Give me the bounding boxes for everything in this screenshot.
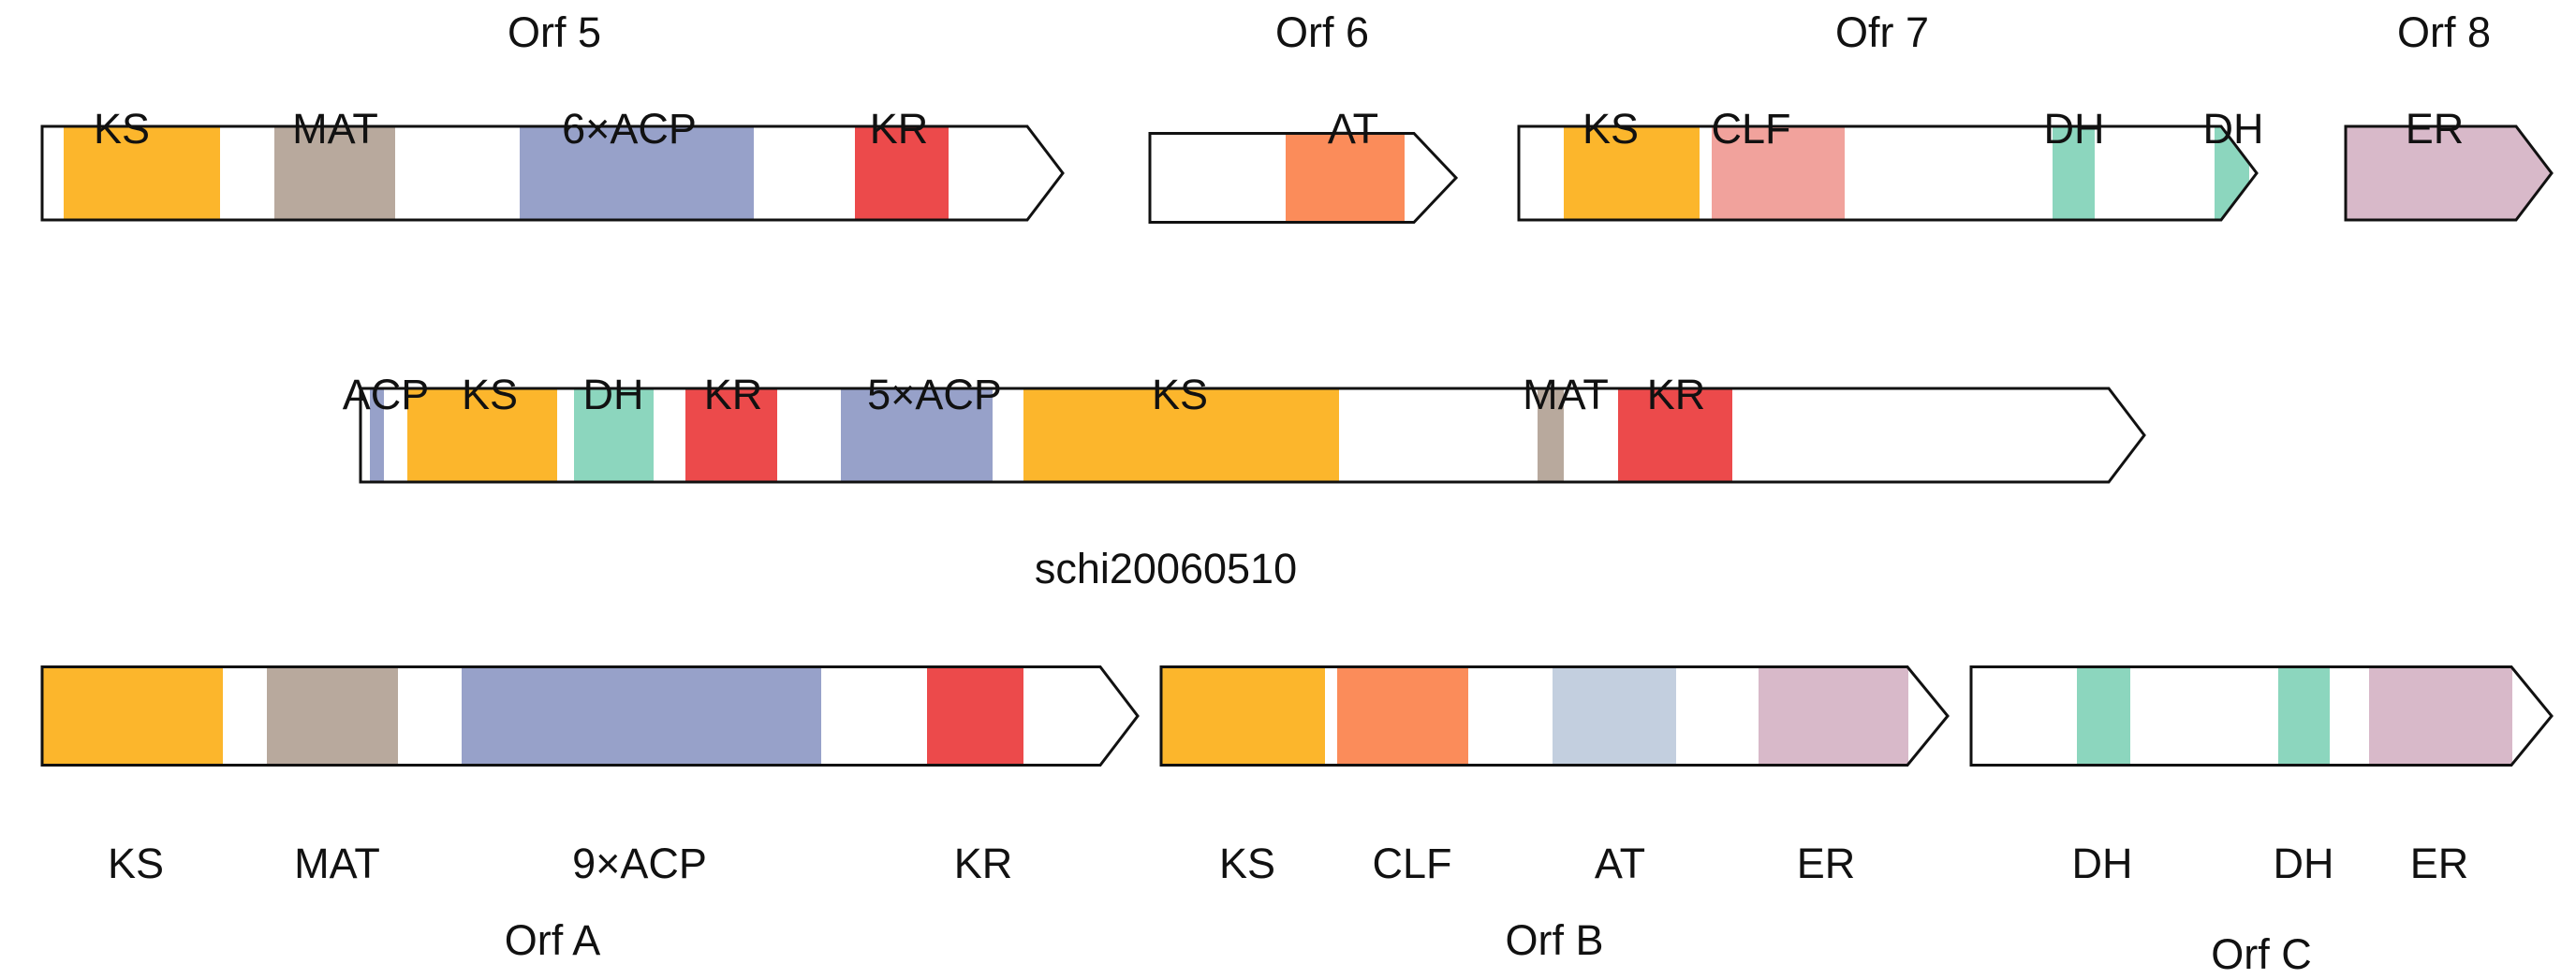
- gene-orf8: ER Orf 8: [2344, 8, 2554, 222]
- domain-ks: [42, 666, 223, 766]
- gene-arrow-outline: [2344, 124, 2554, 222]
- domain-mat: [267, 666, 398, 766]
- domain-label: KR: [1647, 371, 1706, 418]
- domain-label: KS: [1582, 105, 1639, 153]
- domain-ks: [1161, 666, 1325, 766]
- domain-at: [1286, 133, 1405, 223]
- domain-ks: [1023, 388, 1339, 482]
- domain-ks: [1564, 126, 1700, 220]
- gene-title: schi20060510: [1035, 545, 1297, 592]
- gene-orfB: KS CLF AT ER Orf B: [1159, 665, 1950, 964]
- domain-kr: [685, 388, 777, 482]
- gene-arrow-outline: [1517, 124, 2259, 222]
- domain-label: KS: [1152, 371, 1208, 418]
- domain-label: KS: [94, 105, 150, 153]
- domain-label: 5×ACP: [867, 371, 1002, 418]
- domain-at: [1553, 666, 1676, 766]
- domain-label: AT: [1595, 840, 1645, 887]
- domain-5-acp: [841, 388, 993, 482]
- gene-arrow-outline: [359, 387, 2146, 484]
- domain-label: MAT: [292, 105, 378, 153]
- gene-orf5: KS MAT 6×ACP KR Orf 5: [40, 8, 1065, 222]
- domain-mat: [1538, 388, 1564, 482]
- gene-title: Orf C: [2211, 930, 2312, 978]
- domain-label: ER: [2406, 105, 2465, 153]
- gene-title: Orf B: [1505, 916, 1603, 964]
- domain-er: [2369, 666, 2512, 766]
- domain-label: KR: [954, 840, 1013, 887]
- domain-label: KR: [704, 371, 763, 418]
- domain-ks: [407, 388, 557, 482]
- domain-label: ER: [1797, 840, 1856, 887]
- domain-ks: [64, 126, 220, 220]
- domain-label: KS: [462, 371, 518, 418]
- domain-kr: [1618, 388, 1732, 482]
- domain-dh: [2053, 126, 2095, 220]
- gene-arrow-outline: [1148, 132, 1459, 224]
- domain-er: [1759, 666, 1908, 766]
- domain-6-acp: [520, 126, 754, 220]
- domain-dh: [2077, 666, 2130, 766]
- gene-title: Orf 5: [508, 8, 601, 56]
- domain-label: DH: [2044, 105, 2105, 153]
- domain-label: KS: [108, 840, 164, 887]
- domain-mat: [274, 126, 395, 220]
- domain-clf: [1337, 666, 1468, 766]
- gene-orfA: KS MAT 9×ACP KR Orf A: [40, 665, 1140, 964]
- gene-orfC: DH DH ER Orf C: [1969, 665, 2554, 978]
- gene-schi: ACP KS DH KR 5×ACP KS MAT KR schi20060510: [343, 371, 2146, 592]
- domain-label: DH: [2203, 105, 2264, 153]
- gene-title: Orf 6: [1275, 8, 1369, 56]
- domain-er: [2346, 126, 2552, 220]
- gene-title: Ofr 7: [1835, 8, 1929, 56]
- domain-label: CLF: [1372, 840, 1451, 887]
- domain-label: ACP: [343, 371, 430, 418]
- domain-kr: [927, 666, 1023, 766]
- gene-arrow-outline: [1969, 665, 2554, 767]
- domain-label: KS: [1219, 840, 1275, 887]
- gene-arrow-outline: [40, 665, 1140, 767]
- domain-label: KR: [870, 105, 929, 153]
- domain-label: CLF: [1711, 105, 1790, 153]
- gene-arrow-outline: [40, 124, 1065, 222]
- gene-orf7: KS CLF DH DH Ofr 7: [1517, 8, 2264, 222]
- domain-dh: [2278, 666, 2330, 766]
- domain-label: MAT: [1523, 371, 1609, 418]
- domain-kr: [855, 126, 949, 220]
- domain-label: DH: [583, 371, 644, 418]
- gene-title: Orf A: [505, 916, 601, 964]
- domain-label: AT: [1328, 105, 1378, 153]
- domain-acp: [370, 388, 384, 482]
- domain-clf: [1712, 126, 1845, 220]
- domain-dh: [574, 388, 654, 482]
- gene-orf6: AT Orf 6: [1148, 8, 1459, 224]
- domain-9-acp: [462, 666, 821, 766]
- domain-label: DH: [2274, 840, 2334, 887]
- domain-label: ER: [2410, 840, 2469, 887]
- gene-title: Orf 8: [2397, 8, 2491, 56]
- domain-label: 6×ACP: [562, 105, 697, 153]
- domain-label: 9×ACP: [572, 840, 707, 887]
- domain-label: MAT: [294, 840, 380, 887]
- domain-label: DH: [2072, 840, 2133, 887]
- gene-arrow-outline: [1159, 665, 1950, 767]
